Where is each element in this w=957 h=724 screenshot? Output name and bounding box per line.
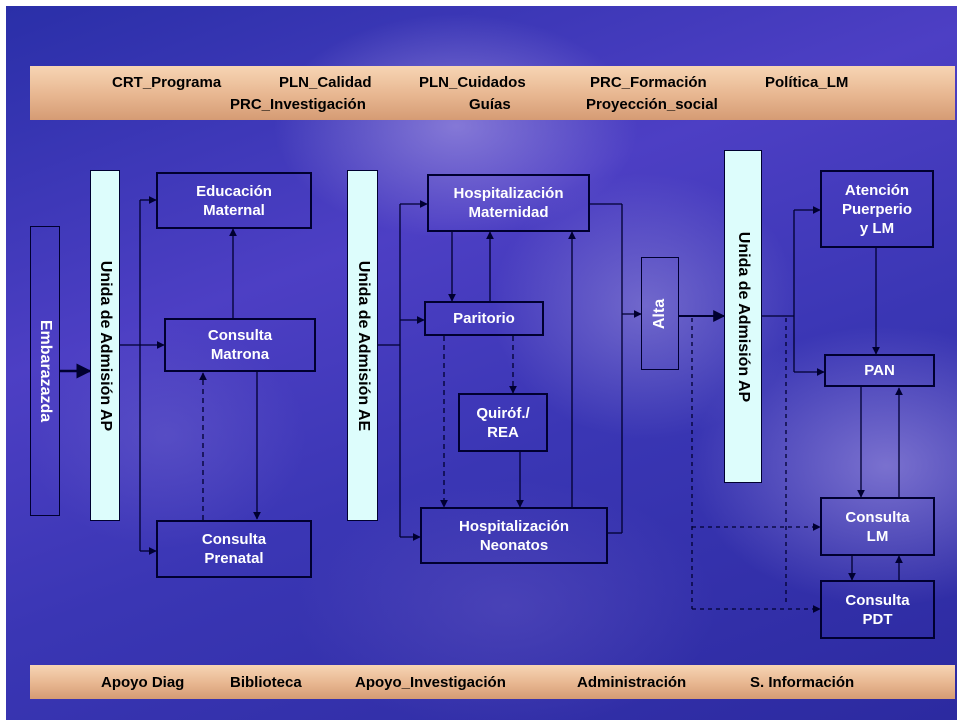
- band-item-s-informacion: S. Información: [750, 674, 855, 691]
- quirofano-line1: Quirόf./: [476, 404, 530, 422]
- quirofano-box[interactable]: Quirόf./ REA: [458, 393, 548, 452]
- atencion-puerperio-line2: Puerperio: [841, 200, 913, 218]
- quirofano-line2: REA: [487, 423, 519, 441]
- hosp-maternidad-line2: Maternidad: [468, 204, 549, 221]
- band-item-biblioteca: Biblioteca: [230, 674, 302, 691]
- consulta-lm-line2: LM: [866, 527, 889, 545]
- alta-box[interactable]: Alta: [641, 257, 679, 370]
- embarazada-label: Embarazazda: [37, 319, 54, 423]
- hosp-maternidad-box[interactable]: Hospitalización Maternidad: [427, 174, 590, 232]
- consulta-prenatal-box[interactable]: Consulta Prenatal: [156, 520, 312, 578]
- paritorio-box[interactable]: Paritorio: [424, 301, 544, 336]
- atencion-puerperio-line1: Atención: [844, 181, 910, 199]
- alta-label: Alta: [651, 298, 668, 329]
- consulta-pdt-box[interactable]: Consulta PDT: [820, 580, 935, 639]
- band-item-pln-cuidados: PLN_Cuidados: [419, 74, 526, 91]
- hosp-neonatos-box[interactable]: Hospitalización Neonatos: [420, 507, 608, 564]
- band-item-prc-formacion: PRC_Formación: [590, 74, 707, 91]
- admision-ap-box-1[interactable]: Unida de Admisión AP: [90, 170, 120, 521]
- hosp-neonatos-line1: Hospitalización: [458, 517, 570, 535]
- consulta-pdt-line2: PDT: [862, 610, 893, 628]
- pan-box[interactable]: PAN: [824, 354, 935, 387]
- consulta-prenatal-line2: Prenatal: [204, 550, 264, 567]
- consulta-prenatal-line1: Consulta: [201, 531, 267, 548]
- band-item-apoyo-investigacion: Apoyo_Investigación: [355, 674, 506, 691]
- hosp-maternidad-line1: Hospitalización: [453, 185, 564, 202]
- atencion-puerperio-line3: y LM: [859, 219, 895, 237]
- paritorio-label: Paritorio: [453, 310, 515, 327]
- band-item-guias: Guías: [469, 96, 511, 113]
- embarazada-box[interactable]: Embarazazda: [30, 226, 60, 516]
- band-item-pln-calidad: PLN_Calidad: [279, 74, 372, 91]
- admision-ap-label-2: Unida de Admisión AP: [735, 231, 752, 402]
- hosp-neonatos-line2: Neonatos: [479, 536, 549, 554]
- band-item-crt-programa: CRT_Programa: [112, 74, 222, 91]
- educacion-maternal-line1: Educación: [196, 182, 272, 200]
- band-item-proyeccion-social: Proyección_social: [586, 96, 718, 113]
- top-band: CRT_Programa PLN_Calidad PLN_Cuidados PR…: [30, 66, 955, 120]
- consulta-lm-box[interactable]: Consulta LM: [820, 497, 935, 556]
- band-item-administracion: Administración: [577, 674, 687, 691]
- band-item-prc-investigacion: PRC_Investigación: [230, 96, 366, 113]
- consulta-matrona-line1: Consulta: [207, 327, 273, 344]
- educacion-maternal-line2: Maternal: [203, 201, 265, 219]
- admision-ae-label: Unida de Admisión AE: [354, 260, 372, 431]
- consulta-matrona-line2: Matrona: [210, 346, 270, 363]
- admision-ap-box-2[interactable]: Unida de Admisión AP: [724, 150, 762, 483]
- admision-ae-box[interactable]: Unida de Admisión AE: [347, 170, 378, 521]
- consulta-matrona-box[interactable]: Consulta Matrona: [164, 318, 316, 372]
- pan-label: PAN: [864, 362, 895, 379]
- atencion-puerperio-box[interactable]: Atención Puerperio y LM: [820, 170, 934, 248]
- admision-ap-label-1: Unida de Admisión AP: [97, 260, 114, 431]
- consulta-pdt-line1: Consulta: [845, 591, 910, 609]
- educacion-maternal-box[interactable]: Educación Maternal: [156, 172, 312, 229]
- band-item-apoyo-diag: Apoyo Diag: [101, 674, 185, 691]
- band-item-politica-lm: Política_LM: [765, 74, 849, 91]
- consulta-lm-line1: Consulta: [845, 508, 910, 526]
- bottom-band: Apoyo Diag Biblioteca Apoyo_Investigació…: [30, 665, 955, 699]
